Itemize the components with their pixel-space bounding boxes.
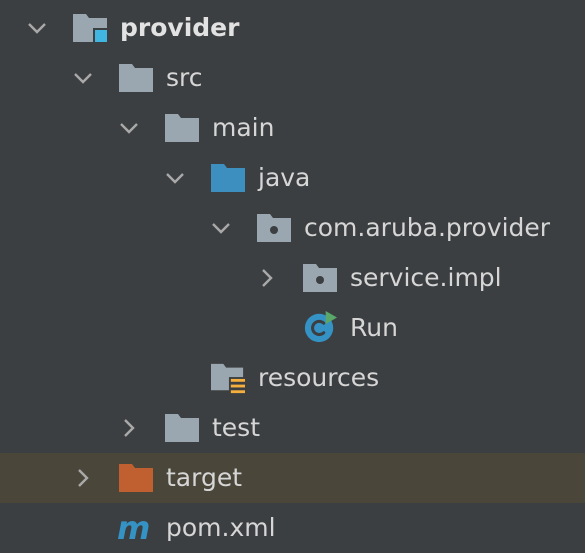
tree-item-run[interactable]: Run: [0, 303, 585, 353]
tree-item-label: Run: [350, 313, 398, 342]
tree-item-package[interactable]: com.aruba.provider: [0, 203, 585, 253]
tree-item-label: com.aruba.provider: [304, 213, 551, 242]
package-icon: [303, 264, 337, 292]
chevron-down-icon[interactable]: [208, 215, 234, 241]
excluded-folder-icon: [119, 464, 153, 492]
tree-item-src[interactable]: src: [0, 53, 585, 103]
folder-icon: [119, 64, 153, 92]
runnable-class-icon: [304, 310, 337, 343]
tree-item-test[interactable]: test: [0, 403, 585, 453]
chevron-down-icon[interactable]: [116, 115, 142, 141]
folder-icon: [165, 114, 199, 142]
tree-item-main[interactable]: main: [0, 103, 585, 153]
svg-text:m: m: [117, 512, 150, 546]
maven-icon: m: [117, 512, 150, 546]
tree-item-label: test: [212, 413, 261, 442]
tree-item-label: target: [166, 463, 243, 492]
module-folder-icon: [73, 14, 108, 44]
chevron-right-icon[interactable]: [116, 415, 142, 441]
tree-item-provider[interactable]: provider: [0, 3, 585, 53]
tree-item-resources[interactable]: resources: [0, 353, 585, 403]
tree-item-java[interactable]: java: [0, 153, 585, 203]
folder-icon: [165, 414, 199, 442]
tree-item-label: java: [258, 163, 311, 192]
chevron-right-icon[interactable]: [70, 465, 96, 491]
tree-item-label: service.impl: [350, 263, 502, 292]
chevron-down-icon[interactable]: [24, 15, 50, 41]
tree-item-label: resources: [258, 363, 380, 392]
chevron-right-icon[interactable]: [254, 265, 280, 291]
resources-folder-icon: [211, 363, 246, 395]
package-icon: [257, 214, 291, 242]
tree-item-label: src: [166, 63, 203, 92]
tree-item-pom[interactable]: m pom.xml: [0, 503, 585, 553]
tree-item-service-impl[interactable]: service.impl: [0, 253, 585, 303]
chevron-down-icon[interactable]: [162, 165, 188, 191]
tree-item-label: provider: [120, 13, 240, 42]
tree-item-target[interactable]: target: [0, 453, 585, 503]
chevron-down-icon[interactable]: [70, 65, 96, 91]
tree-item-label: main: [212, 113, 275, 142]
tree-item-label: pom.xml: [166, 513, 276, 542]
source-folder-icon: [211, 164, 245, 192]
